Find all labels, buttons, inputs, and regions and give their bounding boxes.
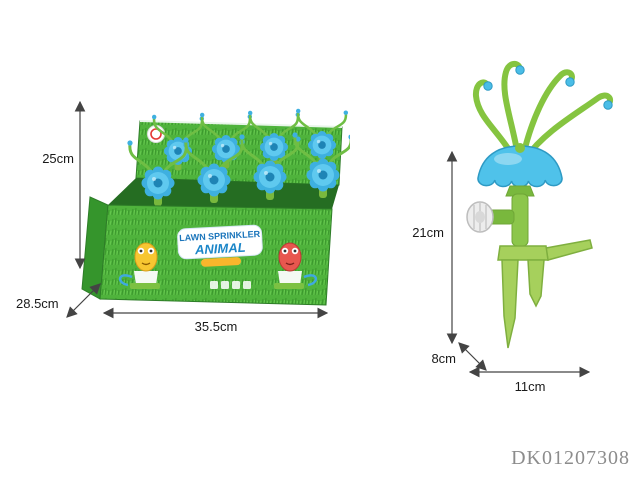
flower-sprinkler-head	[477, 143, 563, 188]
hose-connector	[466, 201, 515, 233]
box-title-badge: LAWN SPRINKLER ANIMAL	[177, 224, 263, 267]
certification-icons	[210, 281, 251, 289]
box-height-label: 25cm	[42, 151, 74, 166]
yellow-monster-character	[119, 242, 160, 289]
toy-width-label: 11cm	[514, 379, 546, 394]
toy-depth-label: 8cm	[431, 351, 456, 366]
red-monster-character	[274, 242, 317, 289]
box-depth-label: 28.5cm	[16, 296, 59, 311]
box-title-line1: LAWN SPRINKLER	[179, 229, 261, 243]
packaging-display-box: LAWN SPRINKLER ANIMAL	[81, 107, 350, 306]
curly-spray-arms	[472, 60, 614, 161]
box-title-ribbon	[201, 257, 241, 267]
toy-height-label: 21cm	[412, 225, 444, 240]
sprinkler-toy	[466, 60, 614, 349]
box-title-line2: ANIMAL	[194, 240, 246, 258]
box-width-label: 35.5cm	[194, 319, 238, 334]
ground-stake	[497, 239, 593, 349]
sku-code: DK01207308	[511, 447, 630, 469]
